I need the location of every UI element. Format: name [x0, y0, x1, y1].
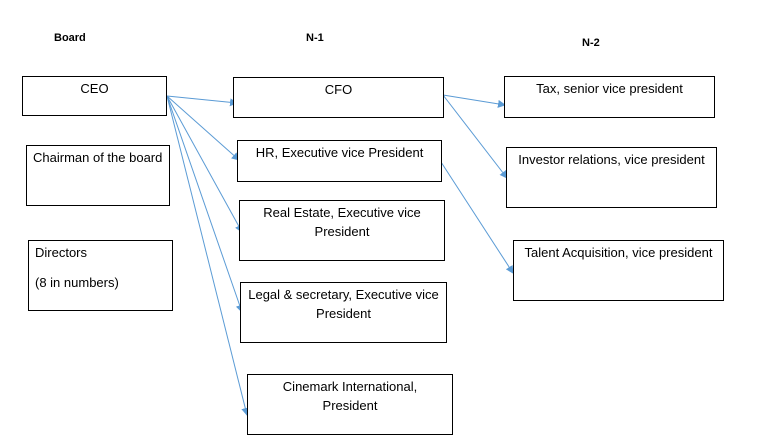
- board-header: Board: [54, 32, 86, 44]
- real-estate-label: Real Estate, Executive vice President: [263, 205, 421, 239]
- cfo-label: CFO: [324, 82, 353, 97]
- hr-box: HR, Executive vice President: [237, 140, 442, 182]
- n2-header: N-2: [582, 37, 600, 49]
- talent-label: Talent Acquisition, vice president: [524, 245, 713, 260]
- real-estate-box: Real Estate, Executive vice President: [239, 200, 445, 261]
- arrow-ceo-hr: [166, 95, 240, 161]
- investor-box: Investor relations, vice president: [506, 147, 717, 208]
- talent-box: Talent Acquisition, vice president: [513, 240, 724, 301]
- directors-label: Directors: [35, 245, 88, 260]
- cinemark-box: Cinemark International, President: [247, 374, 453, 435]
- legal-label: Legal & secretary, Executive vice Presid…: [248, 287, 439, 321]
- tax-label: Tax, senior vice president: [536, 81, 683, 96]
- directors-box: Directors (8 in numbers): [28, 240, 173, 311]
- cinemark-label: Cinemark International, President: [282, 379, 418, 413]
- legal-box: Legal & secretary, Executive vice Presid…: [240, 282, 447, 343]
- arrow-ceo-legal: [166, 95, 244, 313]
- ceo-label: CEO: [80, 81, 109, 96]
- arrow-cfo-tax: [442, 94, 506, 108]
- arrow-ceo-cfo: [166, 95, 238, 107]
- ceo-box: CEO: [22, 76, 167, 116]
- tax-box: Tax, senior vice president: [504, 76, 715, 118]
- hr-label: HR, Executive vice President: [255, 145, 424, 160]
- chairman-label: Chairman of the board: [33, 150, 163, 165]
- arrow-hr-talent: [440, 161, 514, 274]
- chairman-box: Chairman of the board: [26, 145, 170, 206]
- directors-count: (8 in numbers): [35, 275, 119, 290]
- arrow-ceo-cinemark: [166, 95, 250, 416]
- n1-header: N-1: [306, 32, 324, 44]
- investor-label: Investor relations, vice president: [518, 152, 705, 167]
- arrow-cfo-investor: [442, 94, 508, 179]
- cfo-box: CFO: [233, 77, 444, 118]
- arrow-ceo-realestate: [166, 95, 243, 233]
